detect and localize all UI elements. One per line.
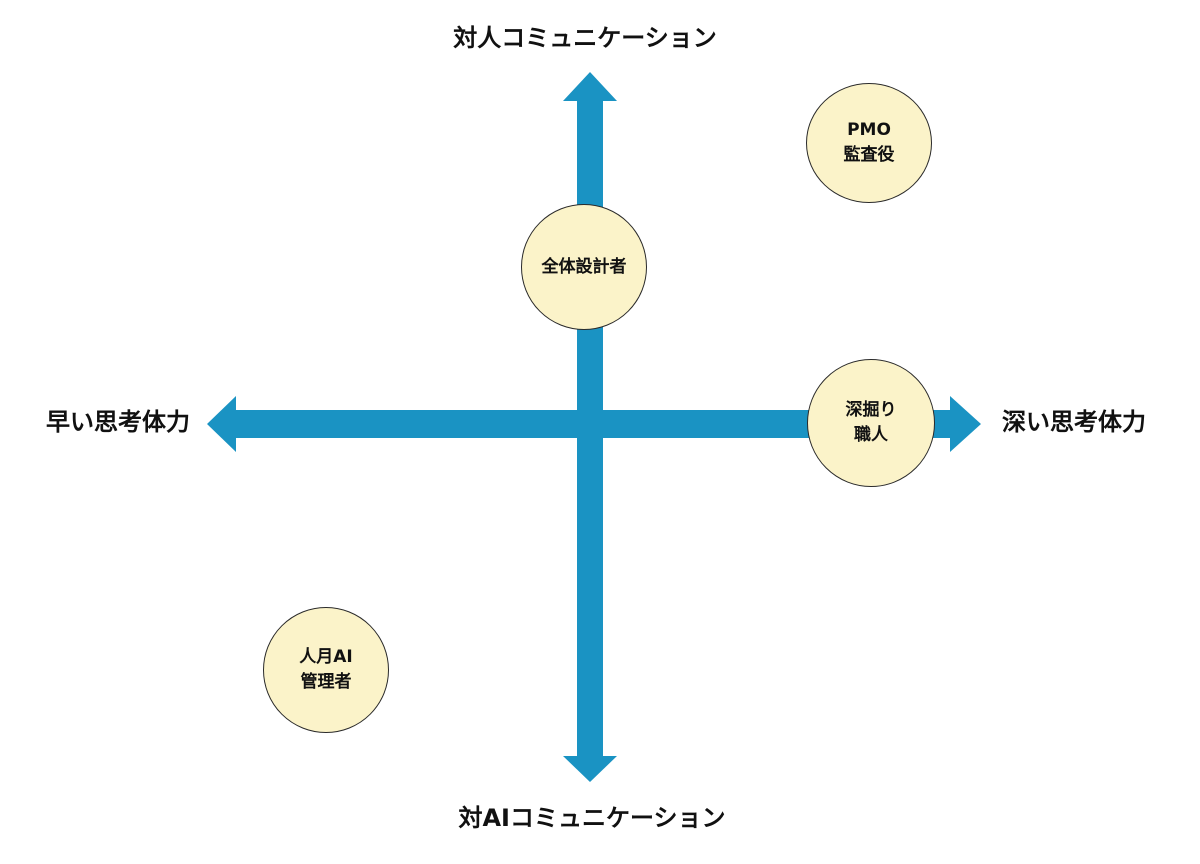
axis-label-bottom: 対AIコミュニケーション — [458, 804, 726, 832]
node-craftsman-line1: 深掘り — [845, 400, 897, 421]
axis-label-right: 深い思考体力 — [1002, 408, 1146, 436]
node-pmo-line2: 監査役 — [843, 145, 895, 165]
axis-label-left: 早い思考体力 — [46, 408, 190, 436]
axis-label-top: 対人コミュニケーション — [453, 24, 717, 52]
node-overall-architect: 全体設計者 — [521, 204, 647, 330]
node-ai-manager-line1: 人月AI — [299, 647, 353, 668]
node-architect-line1: 全体設計者 — [541, 256, 627, 277]
node-pmo-line1: PMO — [847, 120, 891, 141]
node-craftsman-line2: 職人 — [854, 425, 888, 445]
node-deep-dive-craftsman: 深掘り 職人 — [807, 359, 935, 487]
horizontal-axis-arrow — [207, 396, 981, 452]
node-person-month-ai-manager: 人月AI 管理者 — [263, 607, 389, 733]
node-pmo-auditor: PMO 監査役 — [806, 83, 932, 203]
node-ai-manager-line2: 管理者 — [300, 672, 352, 692]
